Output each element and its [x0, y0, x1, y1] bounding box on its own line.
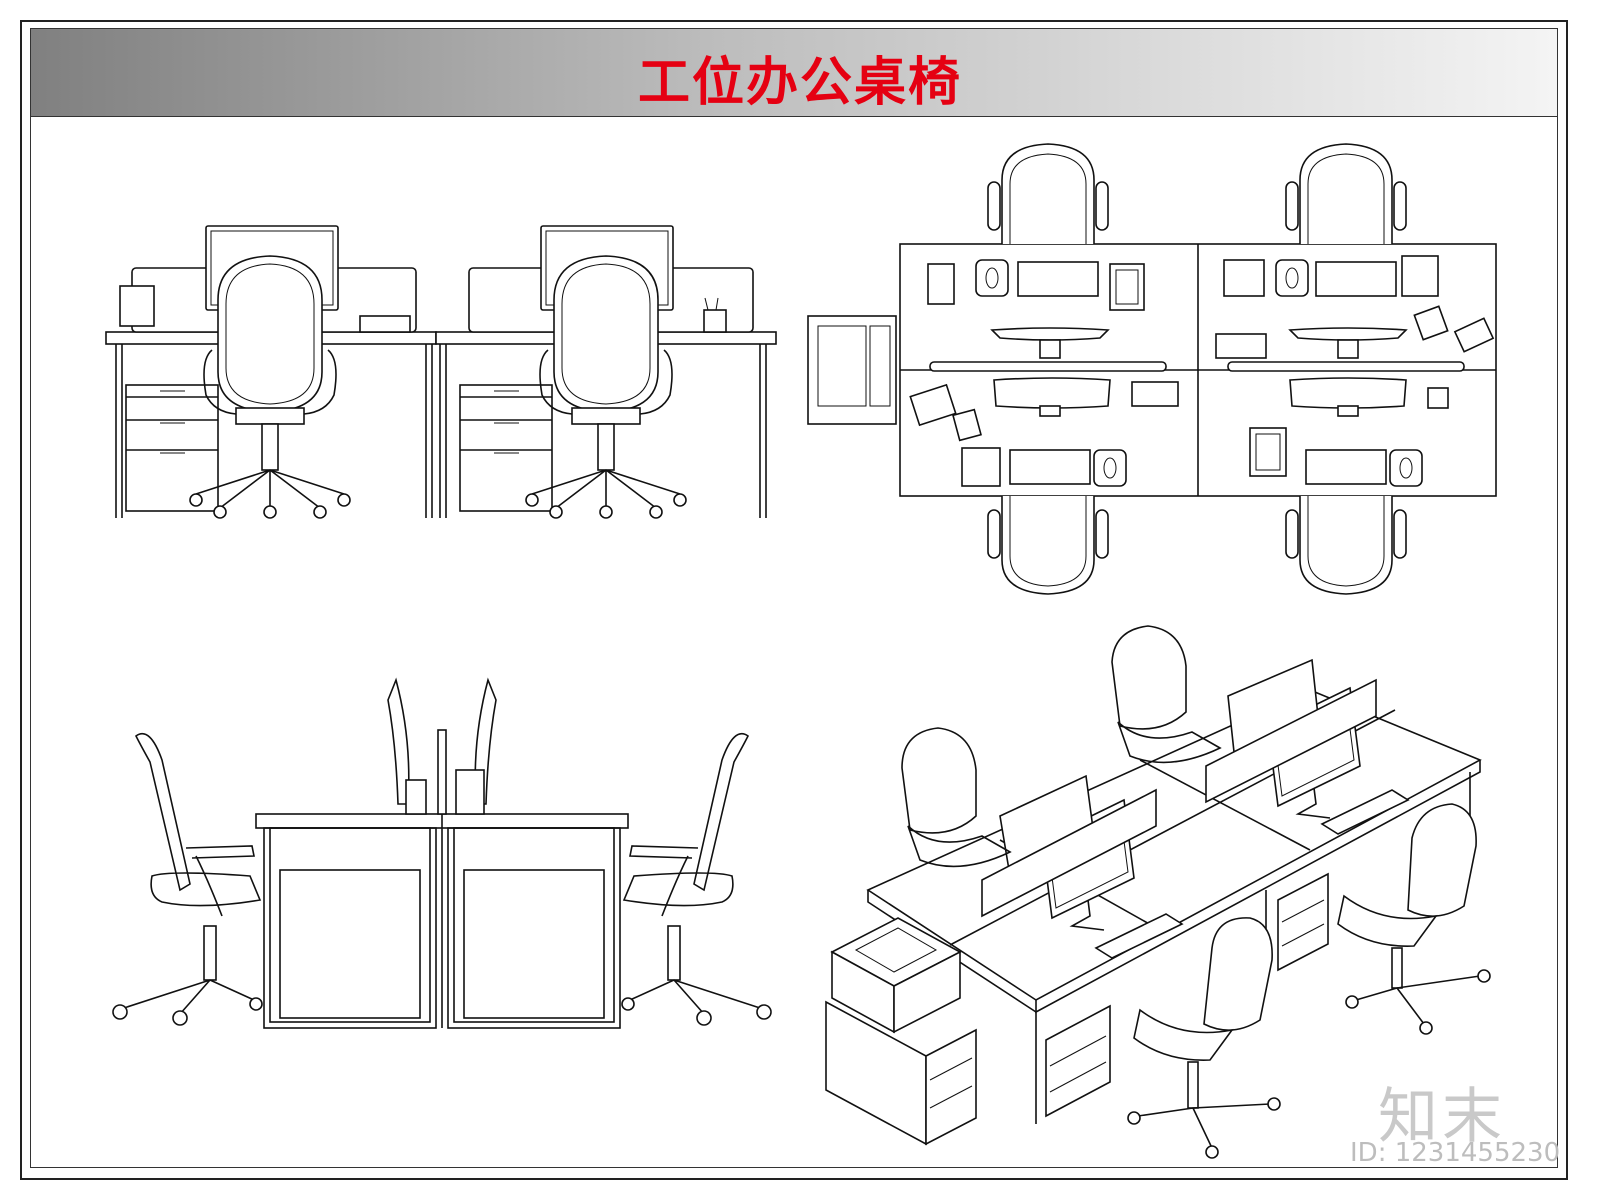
office-chair: [525, 255, 687, 519]
watermark-logo: 知末: [1378, 1082, 1506, 1152]
office-chair: [901, 727, 1012, 868]
title-band: [31, 29, 1557, 117]
inner-frame: [30, 28, 1558, 1168]
office-chair: [987, 496, 1109, 595]
office-chair: [189, 255, 351, 519]
plan-view: [807, 143, 1497, 595]
side-elevation-view: [112, 677, 772, 1029]
office-chair: [1127, 917, 1281, 1159]
front-elevation-view: [105, 225, 777, 519]
outer-frame: [20, 20, 1568, 1180]
office-chair: [1285, 496, 1407, 595]
office-chair: [621, 732, 772, 1026]
isometric-view: [825, 625, 1491, 1159]
office-chair: [987, 143, 1109, 244]
office-chair: [1337, 803, 1491, 1035]
printer-cabinet: [807, 315, 897, 425]
office-chair: [1285, 143, 1407, 244]
printer: [830, 917, 962, 1034]
sheet-title: 工位办公桌椅: [637, 53, 962, 113]
watermark-id: ID: 1231455230: [1350, 1138, 1561, 1168]
drawer-pedestal: [125, 384, 219, 512]
office-chair: [112, 732, 263, 1026]
drawer-pedestal: [459, 384, 553, 512]
office-chair: [1111, 625, 1222, 764]
